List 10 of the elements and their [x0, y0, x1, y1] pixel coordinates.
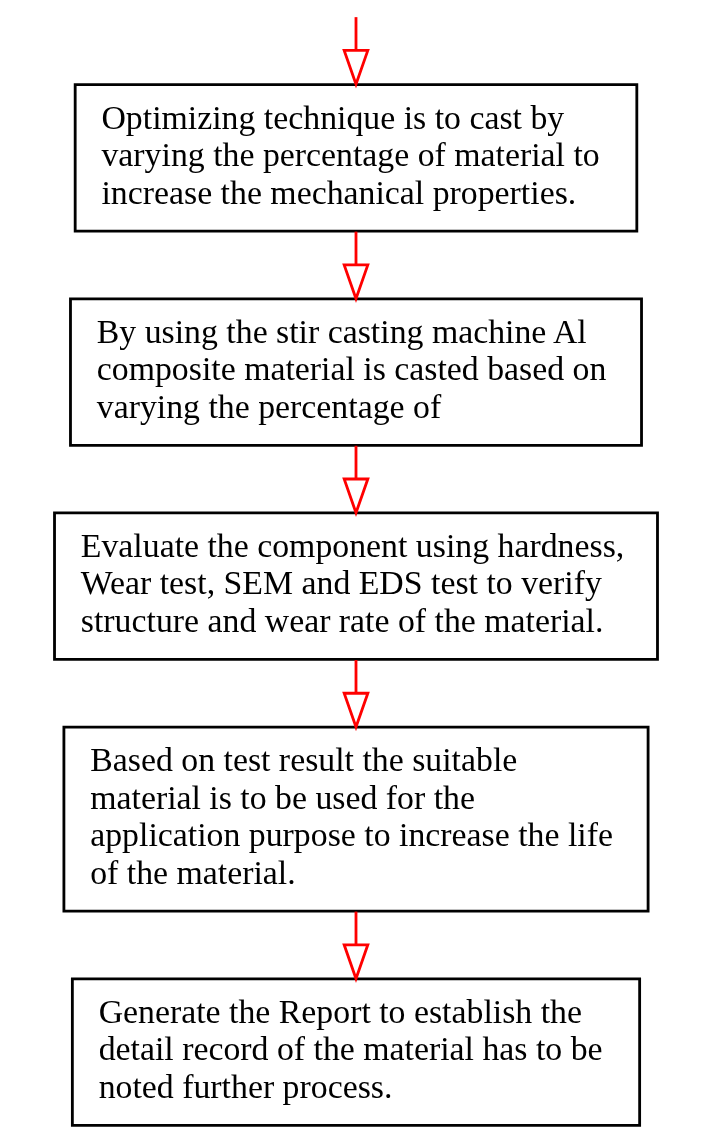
node-box: Based on test result the suitable material is to be used for the application purpose to increase the life of the material. — [62, 725, 650, 913]
arrow — [342, 445, 370, 518]
arrow — [342, 659, 370, 732]
node-box: Optimizing technique is to cast by varying the percentage of material to increase the mechanical properties. — [73, 83, 639, 233]
arrow — [342, 17, 370, 89]
node-box: By using the stir casting machine Al composite material is casted based on varying the percentage of — [69, 297, 643, 447]
node-box: Generate the Report to establish the detail record of the material has to be noted further process. — [70, 977, 642, 1127]
node-box: Evaluate the component using hardness, Wear test, SEM and EDS test to verify structure and wear rate of the material. — [53, 511, 659, 661]
arrow — [342, 911, 370, 983]
arrow — [342, 231, 370, 303]
